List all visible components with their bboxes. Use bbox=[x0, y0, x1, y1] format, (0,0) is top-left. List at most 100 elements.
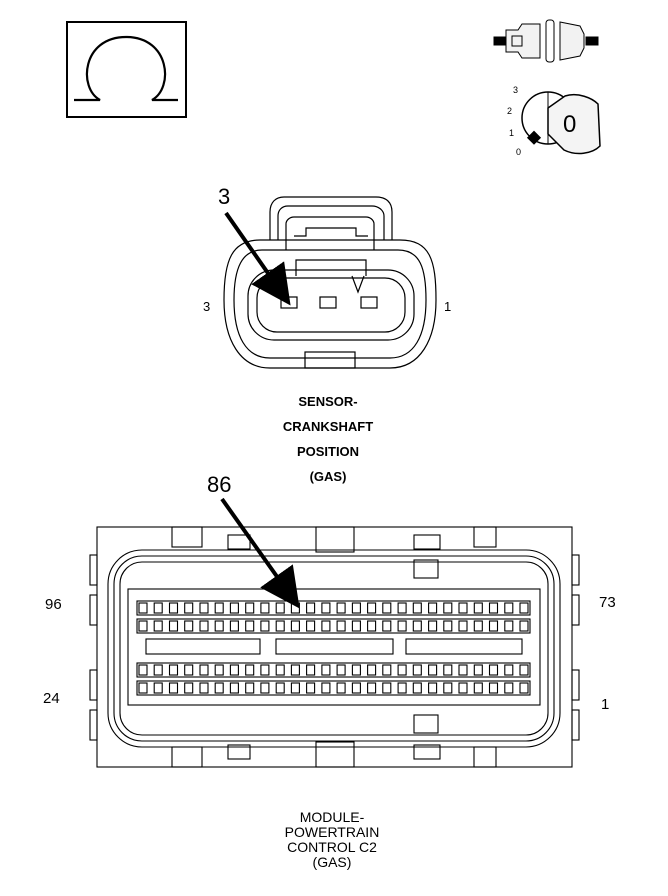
pcm-pin-cavity bbox=[138, 602, 148, 614]
pcm-pin-cavity bbox=[412, 620, 422, 632]
pcm-pin-cavity bbox=[382, 664, 392, 676]
pcm-pin-cavity bbox=[306, 682, 316, 694]
pcm-pin-cavity bbox=[168, 682, 179, 694]
pcm-c2-connector bbox=[89, 526, 580, 768]
pcm-pin-cavity bbox=[199, 602, 209, 614]
pcm-pin-cavity bbox=[214, 620, 224, 632]
pcm-pin-cavity bbox=[397, 620, 407, 632]
pcm-pin-cavity bbox=[321, 602, 331, 614]
pcm-pin-cavity bbox=[473, 620, 483, 632]
pcm-pin-cavity bbox=[397, 682, 407, 694]
pcm-caption-line-1: MODULE- bbox=[299, 809, 365, 825]
pcm-pin-cavity bbox=[428, 602, 438, 614]
sensor-pin-left-label: 3 bbox=[203, 299, 211, 314]
pcm-caption-line-2: POWERTRAIN bbox=[284, 824, 380, 840]
pcm-pin-cavity bbox=[428, 682, 438, 694]
sensor-caption-line-4: (GAS) bbox=[309, 469, 347, 484]
pcm-pin-cavity bbox=[245, 620, 255, 632]
pcm-pin-cavity bbox=[275, 682, 285, 694]
pcm-pin-cavity bbox=[138, 664, 148, 676]
pcm-pin-cavity bbox=[168, 602, 179, 614]
pcm-pin-cavity bbox=[260, 620, 270, 632]
pcm-pin-cavity bbox=[275, 602, 285, 614]
pcm-pin-row bbox=[136, 618, 531, 634]
pcm-pin-cavity bbox=[473, 664, 483, 676]
pcm-pin-cavity bbox=[367, 664, 377, 676]
sensor-pin-right-label: 1 bbox=[444, 299, 452, 314]
sensor-callout-arrow bbox=[224, 211, 291, 306]
pcm-pin-cavity bbox=[153, 682, 163, 694]
ignition-position-1: 1 bbox=[509, 128, 515, 138]
pcm-pin-cavity bbox=[519, 682, 529, 694]
pcm-pin-cavity bbox=[458, 602, 468, 614]
pcm-pin-cavity bbox=[458, 682, 468, 694]
pcm-pin-cavity bbox=[351, 682, 361, 694]
pcm-caption-line-4: (GAS) bbox=[312, 854, 352, 870]
pcm-pin-cavity bbox=[184, 664, 194, 676]
pcm-pin-cavity bbox=[367, 602, 377, 614]
pcm-pin-cavity bbox=[443, 602, 453, 614]
ohm-meter-icon bbox=[66, 21, 187, 118]
pcm-pin-cavity bbox=[519, 664, 529, 676]
pcm-pin-cavity bbox=[488, 620, 499, 632]
pcm-pin-cavity bbox=[382, 602, 392, 614]
pcm-pin-cavity bbox=[458, 620, 468, 632]
sensor-caption-line-1: SENSOR- bbox=[298, 394, 358, 409]
sensor-caption: SENSOR- CRANKSHAFT POSITION (GAS) bbox=[228, 389, 428, 489]
pcm-pin-cavity bbox=[290, 620, 300, 632]
pcm-pin-cavity bbox=[367, 682, 377, 694]
pcm-pin-cavity bbox=[504, 602, 514, 614]
pcm-pin-cavity bbox=[488, 664, 499, 676]
pcm-pin-cavity bbox=[245, 682, 255, 694]
pcm-pin-cavity bbox=[504, 620, 514, 632]
pcm-pin-cavity bbox=[519, 602, 529, 614]
pcm-pin-cavity bbox=[168, 664, 179, 676]
pcm-callout-arrow bbox=[220, 497, 300, 609]
pcm-pin-cavity bbox=[412, 682, 422, 694]
pcm-pin-row bbox=[136, 680, 531, 696]
pcm-pin-cavity bbox=[397, 602, 407, 614]
pcm-pin-cavity bbox=[153, 664, 163, 676]
pcm-pin-row bbox=[136, 662, 531, 678]
pcm-caption: MODULE- POWERTRAIN CONTROL C2 (GAS) bbox=[232, 810, 432, 870]
pcm-pin-cavity bbox=[229, 620, 239, 632]
ignition-position-0: 0 bbox=[516, 147, 522, 157]
pcm-pin-cavity bbox=[428, 620, 438, 632]
pcm-pin-cavity bbox=[351, 602, 361, 614]
pcm-pin-cavity bbox=[519, 620, 529, 632]
pcm-pin-cavity bbox=[275, 664, 285, 676]
pcm-pin-cavity bbox=[290, 602, 300, 614]
pcm-pin-cavity bbox=[382, 620, 392, 632]
pcm-pin-cavity bbox=[229, 602, 239, 614]
pcm-pin-cavity bbox=[504, 682, 514, 694]
ignition-position-3: 3 bbox=[513, 85, 519, 95]
pcm-pin-cavity bbox=[336, 620, 346, 632]
pcm-pin-cavity bbox=[229, 682, 239, 694]
pcm-pin-cavity bbox=[336, 602, 346, 614]
sensor-caption-line-3: POSITION bbox=[296, 444, 360, 459]
pcm-pin-cavity bbox=[290, 682, 300, 694]
pcm-pin-cavity bbox=[214, 602, 224, 614]
pcm-pin-cavity bbox=[504, 664, 514, 676]
pcm-pin-cavity bbox=[199, 620, 209, 632]
pcm-pin-cavity bbox=[443, 682, 453, 694]
pcm-pin-cavity bbox=[488, 602, 499, 614]
pcm-pin-cavity bbox=[397, 664, 407, 676]
pcm-pin-cavity bbox=[458, 664, 468, 676]
pcm-pin-cavity bbox=[260, 664, 270, 676]
pcm-pin-cavity bbox=[168, 620, 179, 632]
pcm-pin-cavity bbox=[321, 682, 331, 694]
key-position-label: 0 bbox=[563, 111, 577, 138]
pcm-pin-cavity bbox=[306, 664, 316, 676]
pcm-callout-label: 86 bbox=[207, 472, 232, 497]
disconnected-connector-icon bbox=[493, 19, 599, 63]
pcm-pin-cavity bbox=[290, 664, 300, 676]
pcm-pin-cavity bbox=[138, 682, 148, 694]
pcm-pin-73-label: 73 bbox=[599, 594, 616, 611]
pcm-pin-cavity bbox=[473, 682, 483, 694]
pcm-pin-cavity bbox=[443, 620, 453, 632]
pcm-pin-cavity bbox=[306, 620, 316, 632]
pcm-pin-cavity bbox=[184, 620, 194, 632]
pcm-pin-cavity bbox=[199, 682, 209, 694]
